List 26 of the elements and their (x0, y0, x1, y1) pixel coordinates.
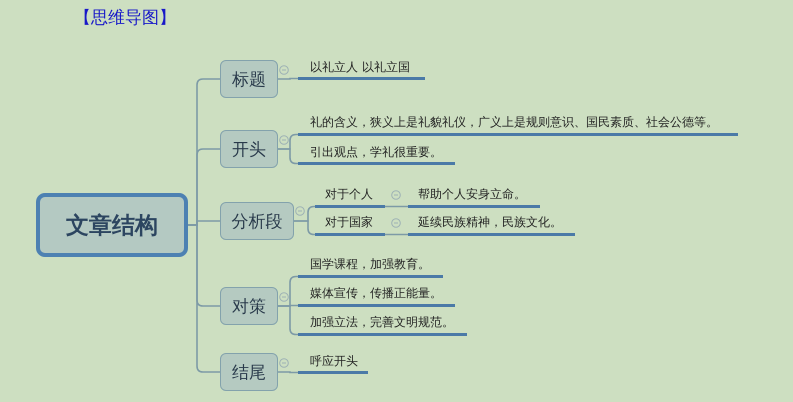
topic-label: 以礼立人 以礼立国 (298, 58, 425, 80)
topic-label: 对于国家 (315, 213, 385, 236)
connector-line (278, 148, 298, 164)
connector-line (385, 234, 408, 236)
topic-label: 加强立法，完善文明规范。 (298, 313, 467, 336)
central-topic-box: 文章结构 (36, 193, 188, 257)
topic-label: 礼的含义，狭义上是礼貌礼仪，广义上是规则意识、国民素质、社会公德等。 (298, 113, 738, 136)
topic-label: 对于个人 (315, 185, 385, 208)
topic-label: 呼应开头 (298, 352, 368, 374)
topic-box: 结尾 (220, 353, 278, 391)
topic-box: 分析段 (220, 202, 294, 240)
connector-line (278, 371, 298, 374)
topic-label: 帮助个人安身立命。 (408, 185, 540, 208)
connector-line (278, 78, 298, 80)
connector-line (385, 206, 408, 208)
topic-box: 标题 (220, 60, 278, 98)
topic-box: 对策 (220, 287, 278, 325)
connector-line (278, 305, 298, 336)
topic-label: 国学课程，加强教育。 (298, 255, 443, 278)
topic-box: 开头 (220, 130, 278, 168)
topic-label: 媒体宣传，传播正能量。 (298, 284, 455, 307)
diagram-title: 【思维导图】 (74, 7, 176, 29)
topic-label: 延续民族精神，民族文化。 (408, 213, 575, 236)
connector-line (188, 224, 220, 373)
topic-label: 引出观点，学礼很重要。 (298, 143, 455, 165)
connector-line (294, 220, 316, 236)
